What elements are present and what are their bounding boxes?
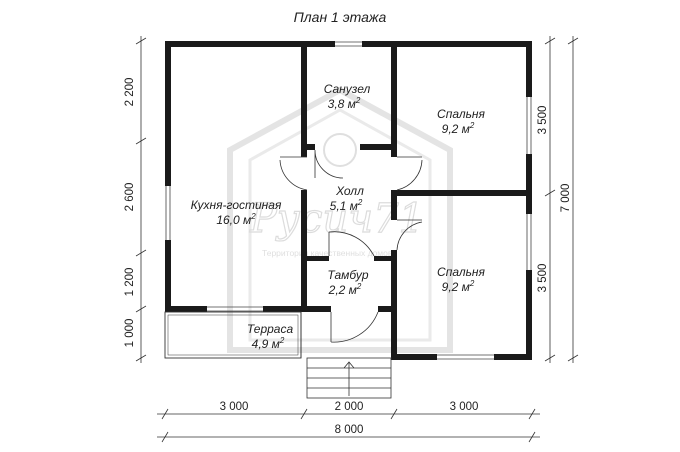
dim-bottom-3: 3 000 xyxy=(450,401,479,413)
dimension-labels: 2 200 2 600 1 200 1 000 3 500 3 500 7 00… xyxy=(124,78,572,436)
room-kitchen-name: Кухня-гостиная xyxy=(191,198,282,212)
wall-bedroom2-left-lower xyxy=(391,250,397,360)
room-labels: Санузел 3,8 м2 Спальня 9,2 м2 Кухня-гост… xyxy=(191,82,486,351)
room-bathroom-name: Санузел xyxy=(324,82,371,96)
watermark-emblem xyxy=(323,133,357,167)
windows xyxy=(165,41,532,360)
wall-vestibule-bottom-b xyxy=(378,306,397,312)
door-entrance xyxy=(330,311,379,343)
room-terrace-name: Терраса xyxy=(247,322,294,336)
dim-right-2: 3 500 xyxy=(537,264,549,293)
dim-right-1: 3 500 xyxy=(537,106,549,135)
dim-left-1: 2 200 xyxy=(124,78,136,107)
terrace xyxy=(164,311,302,359)
room-bedroom2-name: Спальня xyxy=(437,265,485,279)
wall-top-left xyxy=(165,41,335,47)
wall-left-lower xyxy=(165,240,171,312)
porch-stairs xyxy=(306,357,392,399)
wall-bottom-right-a xyxy=(397,354,437,360)
dim-left-3: 1 200 xyxy=(124,268,136,297)
wall-hall-bottom-a xyxy=(307,256,329,261)
room-vestibule-name: Тамбур xyxy=(327,268,368,282)
wall-bottom-right-b xyxy=(494,354,532,360)
doors xyxy=(279,149,423,343)
room-terrace-area: 4,9 м2 xyxy=(252,336,285,351)
door-bedroom2 xyxy=(396,219,423,251)
wall-kitchen-bottom-a xyxy=(165,306,207,312)
plan-title: План 1 этажа xyxy=(294,9,387,25)
dimension-lines xyxy=(135,36,579,443)
dim-bottom-2: 2 000 xyxy=(335,401,364,413)
room-hall-name: Холл xyxy=(335,184,364,198)
dim-total-height: 7 000 xyxy=(560,184,572,213)
room-bathroom-area: 3,8 м2 xyxy=(328,96,361,111)
room-hall-area: 5,1 м2 xyxy=(330,198,363,213)
wall-bedroom2-left-upper xyxy=(391,190,397,220)
dim-total-width: 8 000 xyxy=(335,424,364,436)
wall-right-3 xyxy=(526,270,532,360)
wall-bath-right xyxy=(391,47,397,157)
door-bedroom1 xyxy=(396,156,423,191)
walls xyxy=(165,41,532,360)
dim-left-2: 2 600 xyxy=(124,183,136,212)
dim-left-4: 1 000 xyxy=(124,319,136,348)
room-bedroom2-area: 9,2 м2 xyxy=(442,279,475,294)
wall-hall-bottom-b xyxy=(374,256,391,261)
room-kitchen-area: 16,0 м2 xyxy=(216,212,256,227)
wall-top-right xyxy=(362,41,532,47)
wall-left-upper xyxy=(165,41,171,186)
wall-bedroom1-bottom xyxy=(391,190,532,196)
wall-bath-bottom-a xyxy=(301,144,315,150)
wall-kitchen-right-upper xyxy=(301,47,307,157)
door-bathroom xyxy=(314,149,344,179)
wall-right-2 xyxy=(526,154,532,214)
wall-kitchen-bottom-b xyxy=(263,306,307,312)
wall-vestibule-bottom-a xyxy=(301,306,331,312)
door-kitchen xyxy=(279,156,308,191)
wall-right-1 xyxy=(526,41,532,97)
room-bedroom1-area: 9,2 м2 xyxy=(442,121,475,136)
door-hall xyxy=(328,231,375,257)
watermark-house-inner xyxy=(248,108,432,342)
room-vestibule-area: 2,2 м2 xyxy=(328,282,362,297)
wall-bath-bottom-b xyxy=(360,144,397,150)
wall-kitchen-right-lower xyxy=(301,190,307,312)
watermark-slogan: Территория качественных домов xyxy=(262,248,393,258)
dim-bottom-1: 3 000 xyxy=(220,401,249,413)
room-bedroom1-name: Спальня xyxy=(437,107,485,121)
